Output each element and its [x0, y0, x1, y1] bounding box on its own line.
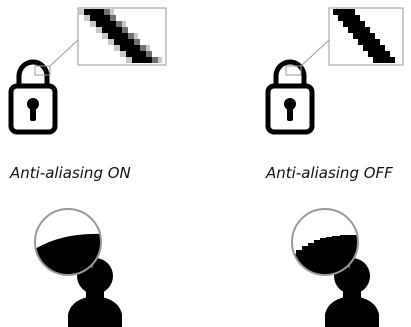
zoom-connector-line-on: [49, 39, 79, 67]
pixel-block: [126, 51, 146, 57]
edge-pixel: [146, 51, 152, 57]
edge-pixel: [116, 21, 122, 27]
pixel-block: [132, 57, 152, 63]
edge-pixel: [122, 21, 126, 27]
zoom-circle-antialiased: [34, 208, 102, 276]
pixel-block: [348, 27, 370, 33]
caption-antialiasing-off: Anti-aliasing OFF: [266, 164, 393, 182]
pixel-block: [343, 21, 365, 27]
edge-pixel: [84, 15, 90, 21]
lock-icon-aliased: [265, 59, 315, 135]
edge-pixel: [128, 33, 134, 39]
edge-pixel: [134, 39, 140, 45]
pixel-block: [114, 39, 134, 45]
zoom-connector-line-off: [300, 39, 330, 67]
edge-pixel: [108, 39, 114, 45]
edge-pixel: [90, 21, 96, 27]
pixel-block: [108, 33, 128, 39]
lock-zoom-source-box-on: [34, 65, 51, 76]
edge-pixel: [120, 51, 126, 57]
pixel-block: [373, 57, 395, 63]
pixel-block: [84, 9, 104, 15]
edge-pixel: [140, 45, 146, 51]
pixel-block: [333, 9, 355, 15]
pixel-block: [338, 15, 360, 21]
zoom-inset-aliased: [328, 7, 404, 66]
edge-pixel: [134, 33, 138, 39]
edge-pixel: [152, 57, 158, 63]
edge-pixel: [146, 45, 150, 51]
caption-antialiasing-on: Anti-aliasing ON: [10, 164, 131, 182]
pixel-block: [353, 33, 375, 39]
pixel-block: [368, 51, 390, 57]
pixel-block: [90, 15, 110, 21]
edge-pixel: [102, 33, 108, 39]
edge-pixel: [104, 9, 110, 15]
zoom-inset-antialiased: [77, 7, 167, 66]
edge-pixel: [110, 15, 116, 21]
zoom-circle-aliased: [291, 208, 359, 276]
pixel-block: [96, 21, 116, 27]
edge-pixel: [114, 45, 120, 51]
lock-icon-antialiased: [8, 59, 58, 135]
edge-pixel: [110, 9, 114, 15]
edge-pixel: [96, 27, 102, 33]
lock-zoom-source-box-off: [285, 65, 302, 76]
edge-pixel: [158, 57, 162, 63]
pixel-block: [120, 45, 140, 51]
pixel-block: [363, 45, 385, 51]
edge-pixel: [122, 27, 128, 33]
pixel-block: [102, 27, 122, 33]
edge-pixel: [126, 57, 132, 63]
edge-pixel: [78, 9, 84, 15]
pixel-block: [358, 39, 380, 45]
